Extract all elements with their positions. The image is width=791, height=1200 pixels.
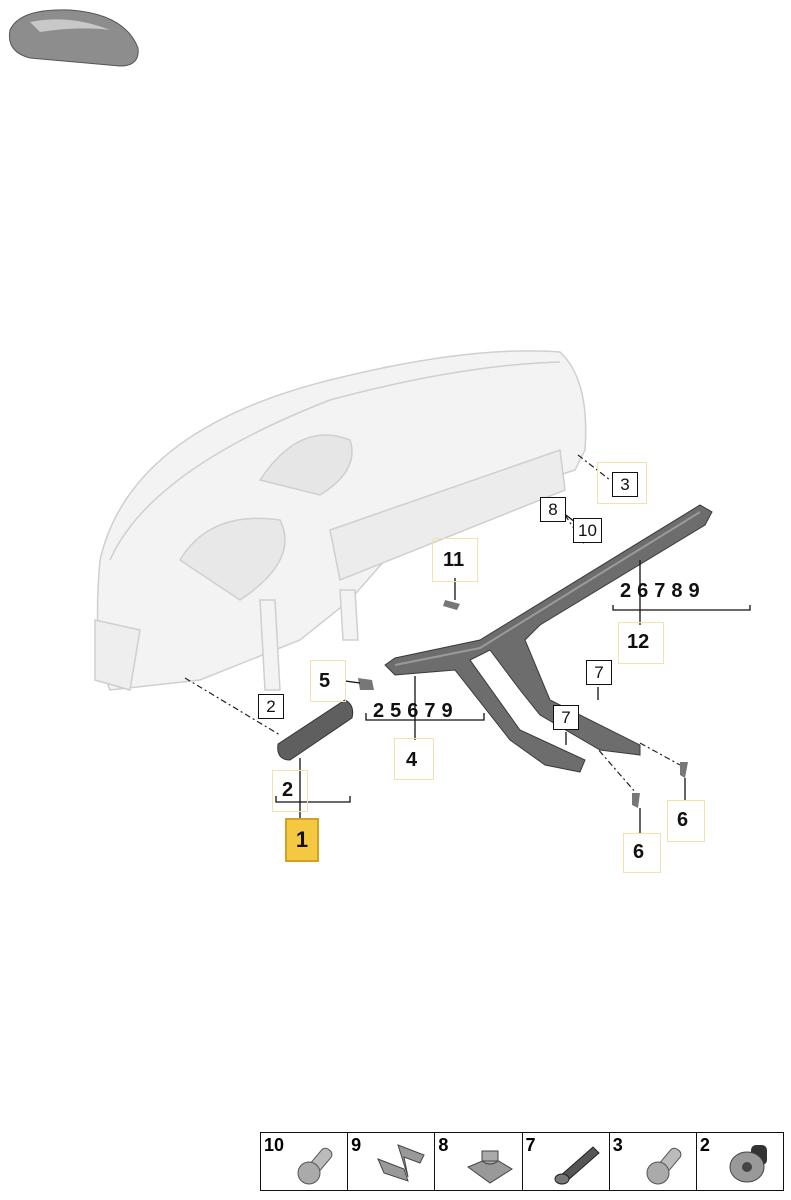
legend-item-7[interactable]: 7 bbox=[523, 1133, 610, 1190]
callout-8[interactable]: 8 bbox=[540, 497, 566, 522]
legend-label: 3 bbox=[612, 1135, 623, 1155]
trim-strip-part-1[interactable] bbox=[277, 699, 354, 761]
center-console-trim-part[interactable] bbox=[384, 504, 713, 773]
callout-2-boxed[interactable]: 2 bbox=[258, 694, 284, 719]
legend-label: 2 bbox=[699, 1135, 710, 1155]
vehicle-thumbnail-icon[interactable] bbox=[8, 9, 139, 67]
callout-5[interactable]: 5 bbox=[319, 670, 331, 692]
group-12-item[interactable]: 8 bbox=[671, 580, 683, 602]
group-4-item[interactable]: 5 bbox=[390, 700, 402, 722]
flange-screw-icon bbox=[729, 1145, 768, 1183]
callout-6-left[interactable]: 6 bbox=[633, 841, 645, 863]
group-4-item[interactable]: 9 bbox=[441, 700, 453, 722]
callout-3[interactable]: 3 bbox=[612, 472, 638, 497]
legend-item-3[interactable]: 3 bbox=[610, 1133, 697, 1190]
spring-clip-icon bbox=[377, 1144, 426, 1182]
cap-part-6-right bbox=[680, 762, 688, 778]
legend-item-9[interactable]: 9 bbox=[348, 1133, 436, 1190]
callout-7-lower[interactable]: 7 bbox=[553, 705, 579, 730]
callout-6-right[interactable]: 6 bbox=[677, 809, 689, 831]
legend-label: 7 bbox=[525, 1135, 536, 1155]
torx-bolt-icon bbox=[646, 1147, 682, 1185]
group-12-item[interactable]: 9 bbox=[688, 580, 700, 602]
legend-item-8[interactable]: 8 bbox=[435, 1133, 523, 1190]
callout-12[interactable]: 12 bbox=[627, 631, 650, 653]
torx-bolt-icon bbox=[297, 1147, 333, 1185]
group-4-item[interactable]: 6 bbox=[407, 700, 419, 722]
clip-nut-icon bbox=[466, 1150, 513, 1184]
dashboard-assembly bbox=[94, 350, 587, 691]
callout-4[interactable]: 4 bbox=[406, 749, 418, 771]
leader-lines bbox=[275, 511, 751, 833]
clip-part-11 bbox=[443, 600, 460, 610]
legend-label: 8 bbox=[438, 1135, 449, 1155]
legend-item-2[interactable]: 2 bbox=[697, 1133, 783, 1190]
group-12-item[interactable]: 6 bbox=[637, 580, 649, 602]
callout-1-selected[interactable]: 1 bbox=[285, 818, 319, 862]
group-12-item[interactable]: 2 bbox=[620, 580, 632, 602]
group-4-item[interactable]: 7 bbox=[424, 700, 436, 722]
bracket-part-5 bbox=[358, 678, 374, 690]
group-4-item[interactable]: 2 bbox=[373, 700, 385, 722]
legend-item-10[interactable]: 10 bbox=[261, 1133, 349, 1190]
callout-2[interactable]: 2 bbox=[282, 779, 294, 801]
callout-10[interactable]: 10 bbox=[573, 518, 602, 543]
cap-part-6-left bbox=[632, 793, 640, 808]
expanding-rivet-icon bbox=[554, 1146, 600, 1185]
callout-11[interactable]: 11 bbox=[443, 549, 465, 571]
legend-label: 9 bbox=[351, 1135, 362, 1155]
group-12-item[interactable]: 7 bbox=[654, 580, 666, 602]
legend-label: 10 bbox=[264, 1135, 285, 1155]
callout-7-upper[interactable]: 7 bbox=[586, 660, 612, 685]
fastener-legend: 10 9 8 7 3 2 bbox=[260, 1132, 784, 1191]
